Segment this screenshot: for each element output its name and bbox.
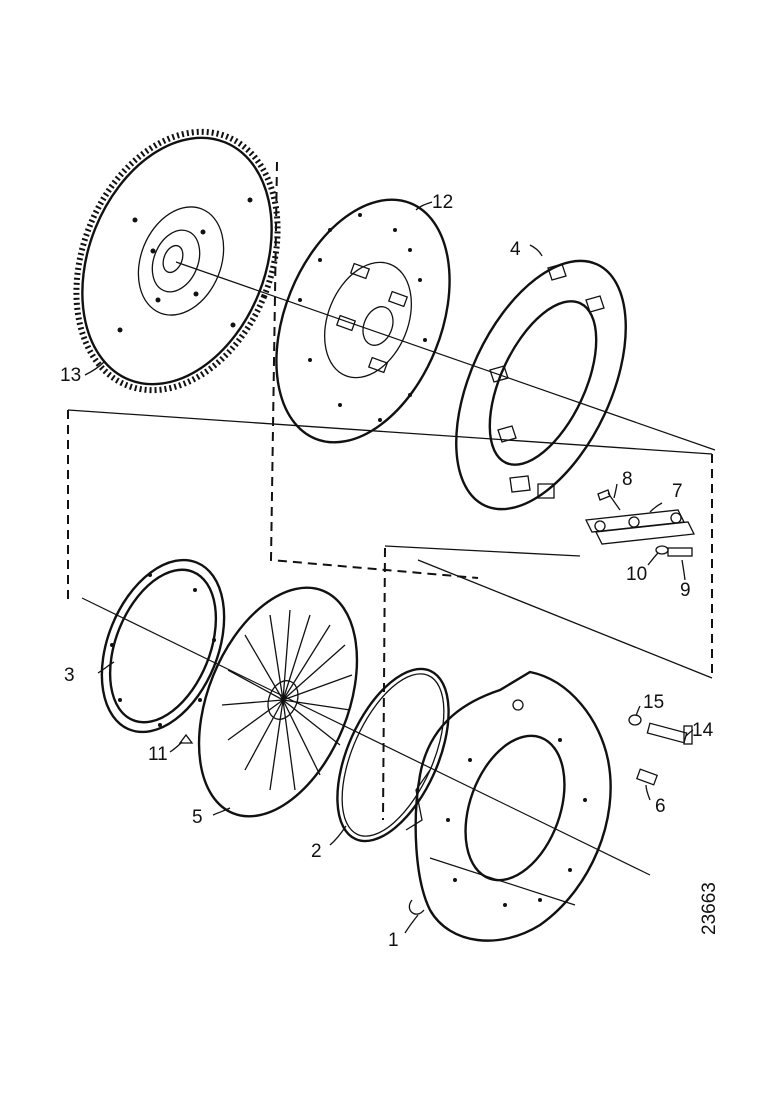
- callout-14: 14: [692, 720, 714, 741]
- assembly-guide-lines: [67, 161, 713, 821]
- pressure-plate-part: [455, 259, 627, 511]
- ring-part: [100, 558, 226, 734]
- callout-2: 2: [311, 841, 322, 862]
- bolt-part-6: [635, 768, 659, 786]
- callout-11: 11: [148, 744, 168, 765]
- flywheel-part: [73, 128, 281, 394]
- callout-15: 15: [643, 692, 664, 713]
- callout-13: 13: [60, 365, 81, 386]
- clutch-cover-part: [405, 670, 612, 942]
- figure-number: 23663: [699, 882, 720, 935]
- washer-part-15: [628, 714, 642, 726]
- callout-labels: 1 2 3 4 5 6 7 8 9 10 11 12 13 14 15 2366…: [60, 192, 720, 951]
- callout-5: 5: [192, 807, 203, 828]
- callout-12: 12: [432, 192, 453, 213]
- callout-4: 4: [510, 239, 521, 260]
- diaphragm-spring-part: [197, 586, 359, 818]
- callout-9: 9: [680, 580, 691, 601]
- callout-3: 3: [64, 665, 75, 686]
- screw-part-11: [178, 733, 194, 744]
- center-axis-lines: [81, 261, 716, 906]
- callout-6: 6: [655, 796, 666, 817]
- drive-strap-set: [585, 489, 695, 557]
- wire-ring-part: [336, 667, 450, 843]
- callout-1: 1: [388, 930, 399, 951]
- callout-8: 8: [622, 469, 633, 490]
- callout-7: 7: [672, 481, 683, 502]
- bolt-part-14: [646, 722, 693, 745]
- callout-10: 10: [626, 564, 647, 585]
- clutch-disc-part: [275, 198, 451, 444]
- leader-lines: [84, 201, 694, 934]
